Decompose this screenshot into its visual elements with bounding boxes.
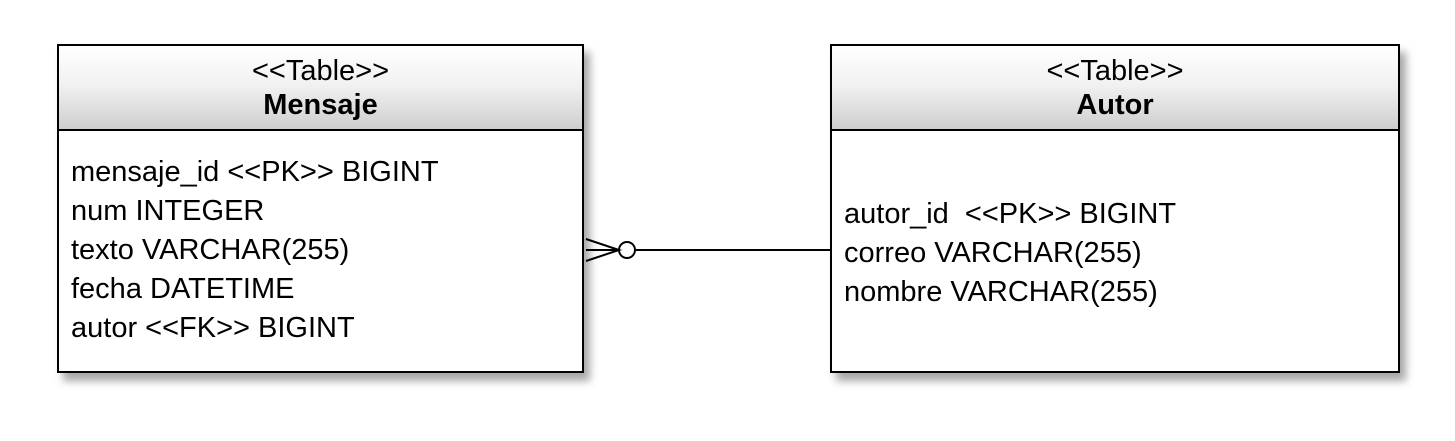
entity-name: Autor (1076, 89, 1154, 121)
attribute: autor <<FK>> BIGINT (71, 312, 355, 344)
attribute: texto VARCHAR(255) (71, 234, 350, 266)
entity-stereotype: <<Table>> (1046, 55, 1184, 87)
entity-mensaje[interactable]: <<Table>> Mensaje mensaje_id <<PK>> BIGI… (57, 44, 584, 373)
zero-cardinality-circle (618, 241, 636, 259)
entity-autor[interactable]: <<Table>> Autor autor_id <<PK>> BIGINT c… (830, 44, 1400, 373)
attribute: num INTEGER (71, 195, 265, 227)
attribute: correo VARCHAR(255) (844, 237, 1142, 269)
entity-stereotype: <<Table>> (251, 55, 390, 87)
entity-header: <<Table>> Autor (832, 46, 1398, 131)
entity-attributes: mensaje_id <<PK>> BIGINT num INTEGER tex… (59, 131, 582, 348)
entity-attributes: autor_id <<PK>> BIGINT correo VARCHAR(25… (832, 131, 1398, 312)
crowsfoot-many-icon (585, 238, 623, 262)
attribute: mensaje_id <<PK>> BIGINT (71, 156, 439, 188)
attribute: nombre VARCHAR(255) (844, 276, 1158, 308)
entity-header: <<Table>> Mensaje (59, 46, 582, 131)
entity-name: Mensaje (263, 89, 378, 121)
attribute: fecha DATETIME (71, 273, 295, 305)
attribute: autor_id <<PK>> BIGINT (844, 198, 1177, 230)
